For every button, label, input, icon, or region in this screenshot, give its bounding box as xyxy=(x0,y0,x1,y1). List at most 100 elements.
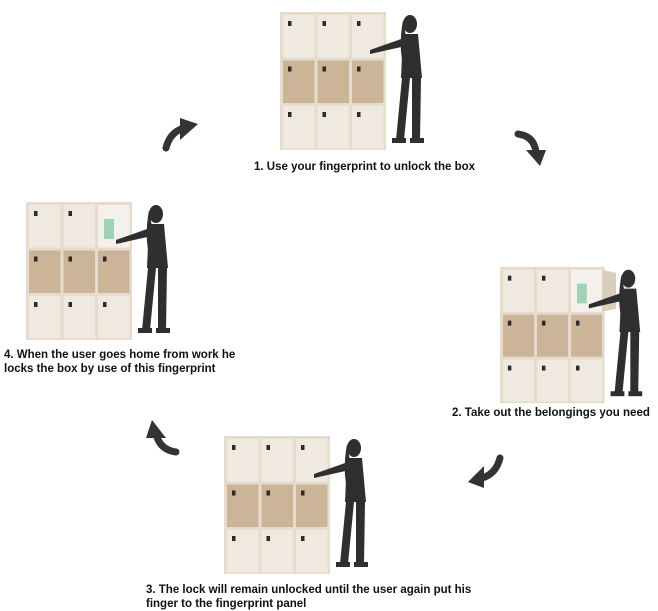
door-lock-slot xyxy=(507,365,512,371)
torso xyxy=(401,34,422,78)
door-lock-slot xyxy=(68,302,72,307)
door-lock-slot xyxy=(541,365,546,371)
door-lock-slot xyxy=(301,490,305,496)
door-lock-slot xyxy=(103,256,107,262)
locker-door xyxy=(283,15,315,58)
shoe xyxy=(336,562,350,567)
door-lock-slot xyxy=(507,320,512,326)
door-lock-slot xyxy=(34,302,38,307)
locker-door xyxy=(261,530,293,573)
door-lock-slot xyxy=(357,21,361,26)
locker-door xyxy=(571,359,603,402)
step-1-illustration xyxy=(280,12,424,150)
door-lock-slot xyxy=(357,66,361,72)
locker-door xyxy=(352,106,384,149)
door-lock-slot xyxy=(68,211,72,216)
caption-line: finger to the fingerprint panel xyxy=(146,598,307,610)
door-lock-slot xyxy=(266,445,270,450)
leg xyxy=(356,502,365,564)
shoe xyxy=(138,328,152,333)
door-lock-slot xyxy=(507,275,512,281)
step-2-caption: 2. Take out the belongings you need xyxy=(452,406,650,420)
step-4-caption: 4. When the user goes home from work he … xyxy=(4,348,235,376)
caption-line: 4. When the user goes home from work he xyxy=(4,349,236,361)
door-lock-slot xyxy=(34,211,38,216)
head xyxy=(149,205,163,223)
caption-line: 2. Take out the belongings you need xyxy=(452,407,650,419)
door-lock-slot xyxy=(266,536,270,541)
locker-door xyxy=(296,484,328,527)
locker-door xyxy=(502,269,535,312)
locker-door xyxy=(537,314,569,357)
locker-door xyxy=(261,439,293,482)
locker-door xyxy=(98,296,130,339)
shoe xyxy=(354,562,368,567)
door-lock-slot xyxy=(34,256,38,262)
locker-door xyxy=(317,60,349,103)
shoe xyxy=(156,328,170,333)
locker-door xyxy=(502,359,535,402)
locker-door xyxy=(571,314,603,357)
leg xyxy=(142,268,156,330)
door-lock-slot xyxy=(357,112,361,117)
locker-door xyxy=(283,60,315,103)
locker-door xyxy=(537,359,569,402)
door-lock-slot xyxy=(301,536,305,541)
door-lock-slot xyxy=(541,320,546,326)
locker-door xyxy=(283,106,315,149)
leg xyxy=(158,268,167,330)
locker-door xyxy=(63,205,95,248)
shoe xyxy=(610,391,625,397)
leg xyxy=(630,332,640,394)
leg xyxy=(340,502,354,564)
locker-door xyxy=(29,205,61,248)
caption-line: 1. Use your fingerprint to unlock the bo… xyxy=(254,161,476,173)
leg xyxy=(412,78,421,140)
open-door-panel xyxy=(602,269,617,312)
locker-door xyxy=(317,106,349,149)
leg xyxy=(396,78,410,140)
shoe xyxy=(392,138,406,143)
locker-door xyxy=(227,484,259,527)
curved-arrow-icon xyxy=(162,118,198,152)
locker-door xyxy=(502,314,535,357)
locker-door xyxy=(29,296,61,339)
door-lock-slot xyxy=(266,490,270,496)
person-silhouette xyxy=(588,269,643,397)
locker-door xyxy=(261,484,293,527)
arm xyxy=(116,228,152,244)
caption-line: locks the box by use of this fingerprint xyxy=(4,363,216,375)
door-lock-slot xyxy=(322,66,326,72)
torso xyxy=(619,288,641,333)
door-lock-slot xyxy=(576,320,580,326)
locker-door xyxy=(29,250,61,293)
locker-door xyxy=(352,60,384,103)
person-silhouette xyxy=(116,205,170,333)
torso xyxy=(345,458,366,502)
curved-arrow-icon xyxy=(468,454,504,488)
locker-door xyxy=(227,439,259,482)
arm xyxy=(370,38,406,54)
belonging-item xyxy=(104,219,114,239)
torso xyxy=(147,224,168,268)
person-silhouette xyxy=(314,439,368,567)
locker-door xyxy=(63,296,95,339)
door-lock-slot xyxy=(288,112,292,117)
locker-door xyxy=(227,530,259,573)
locker-door xyxy=(317,15,349,58)
locker-door xyxy=(537,269,569,312)
arm xyxy=(588,292,625,309)
door-lock-slot xyxy=(232,536,236,541)
door-lock-slot xyxy=(322,21,326,26)
step-4-illustration xyxy=(26,202,170,340)
step-3-illustration xyxy=(224,436,368,574)
curved-arrow-icon xyxy=(514,130,546,166)
door-lock-slot xyxy=(103,302,107,307)
head xyxy=(621,269,636,288)
door-lock-slot xyxy=(232,445,236,450)
door-lock-slot xyxy=(288,21,292,26)
locker-door xyxy=(296,530,328,573)
door-lock-slot xyxy=(576,365,580,371)
door-lock-slot xyxy=(68,256,72,262)
